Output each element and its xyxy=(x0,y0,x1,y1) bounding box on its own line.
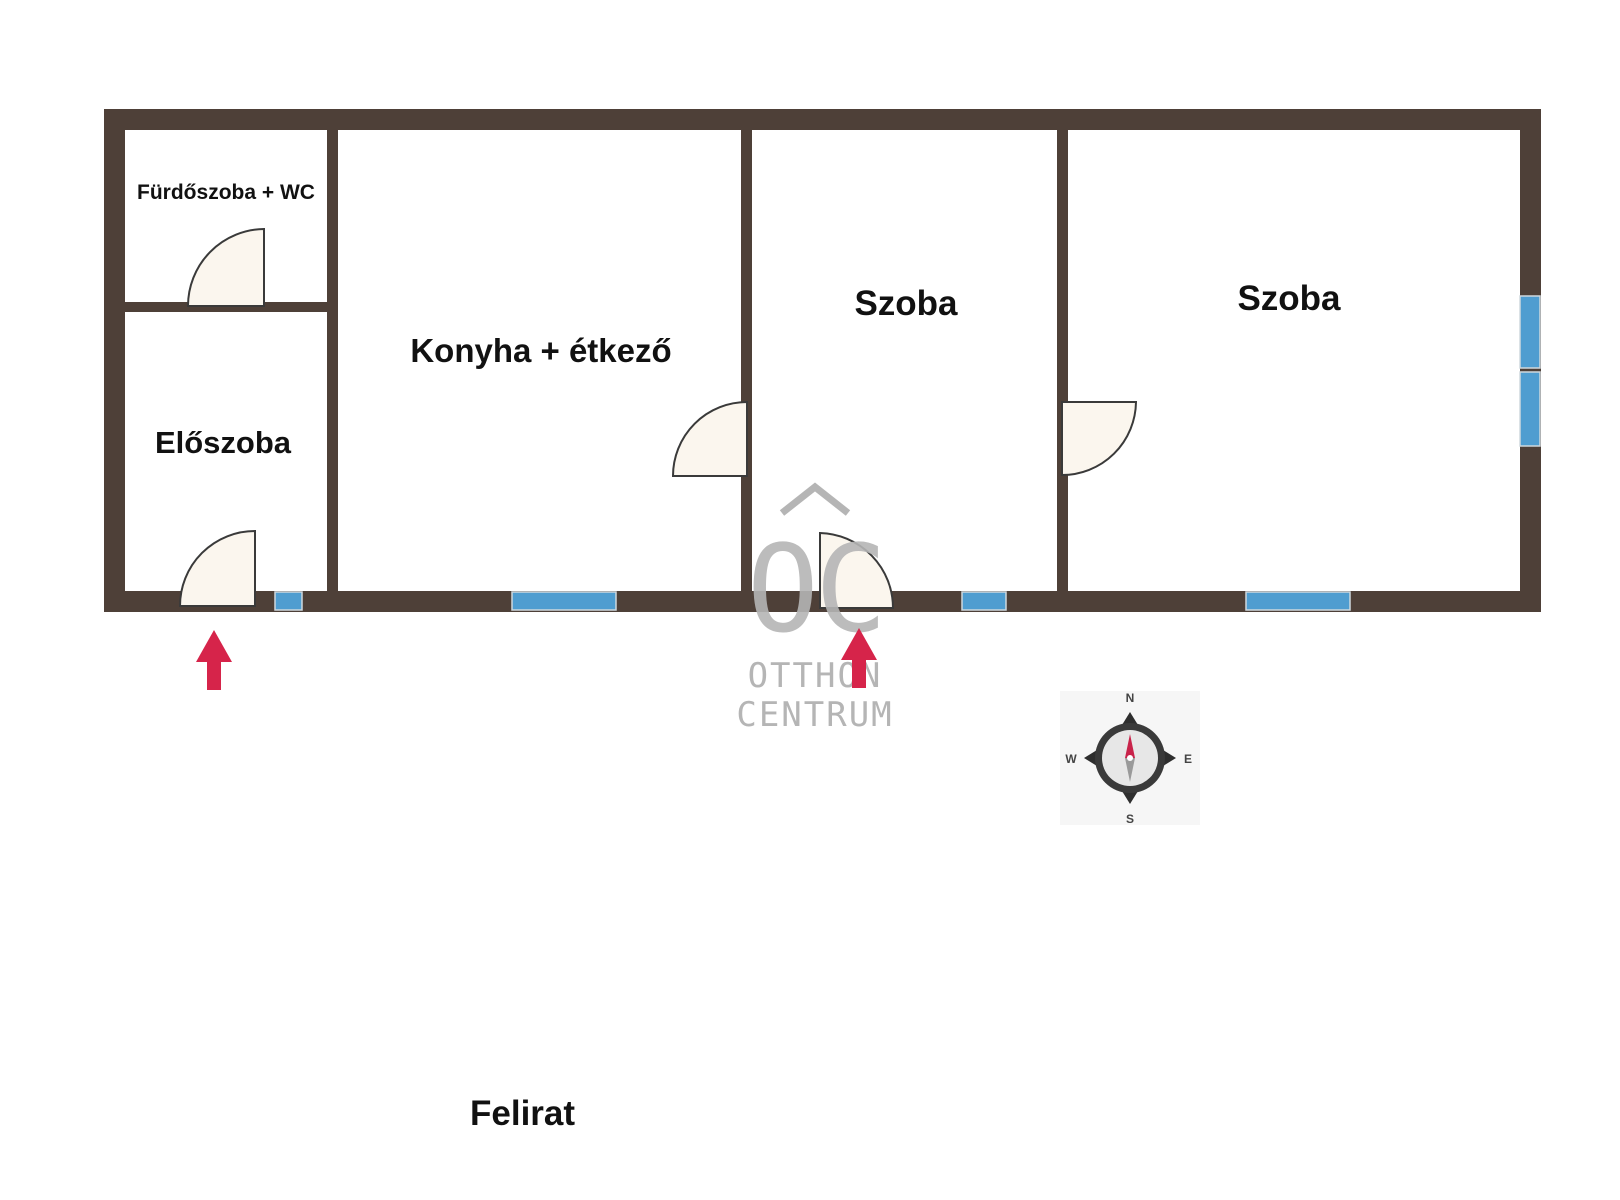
wall-hall-kitchen xyxy=(327,130,338,591)
door-bathroom xyxy=(186,227,265,307)
label-bathroom: Fürdőszoba + WC xyxy=(137,181,315,204)
compass-rose-icon: N S E W xyxy=(1060,691,1200,826)
door-kitchen xyxy=(671,400,748,477)
outer-wall-left xyxy=(104,109,125,612)
compass-e: E xyxy=(1184,752,1192,766)
door-room1 xyxy=(819,531,895,609)
window-hallway xyxy=(274,591,303,611)
entrance-arrow-icon xyxy=(841,628,877,688)
otthon-centrum-watermark: OC OTTHON CENTRUM xyxy=(736,482,893,735)
wall-kitchen-room1 xyxy=(741,130,752,591)
window-room2-right-lower xyxy=(1519,371,1541,447)
label-kitchen: Konyha + étkező xyxy=(410,332,671,369)
watermark-roof-icon xyxy=(779,482,851,516)
window-room2-right-upper xyxy=(1519,295,1541,369)
entrance-arrow-icon xyxy=(196,630,232,690)
outer-wall-top xyxy=(104,109,1541,130)
label-hallway: Előszoba xyxy=(155,425,292,460)
entrance-arrows xyxy=(196,628,877,690)
windows xyxy=(274,295,1541,611)
caption: Felirat xyxy=(470,1094,576,1133)
label-room-2: Szoba xyxy=(1237,279,1341,318)
window-room2-bottom xyxy=(1245,591,1351,611)
window-room1 xyxy=(961,591,1007,611)
compass-n: N xyxy=(1126,691,1135,705)
wall-room1-room2 xyxy=(1057,130,1068,591)
compass-s: S xyxy=(1126,812,1134,826)
watermark-line2: CENTRUM xyxy=(736,695,893,735)
compass-w: W xyxy=(1065,752,1077,766)
doors xyxy=(178,227,1138,609)
label-room-1: Szoba xyxy=(854,284,958,323)
door-entrance xyxy=(178,529,256,607)
door-room2 xyxy=(1061,401,1138,477)
window-kitchen xyxy=(511,591,617,611)
